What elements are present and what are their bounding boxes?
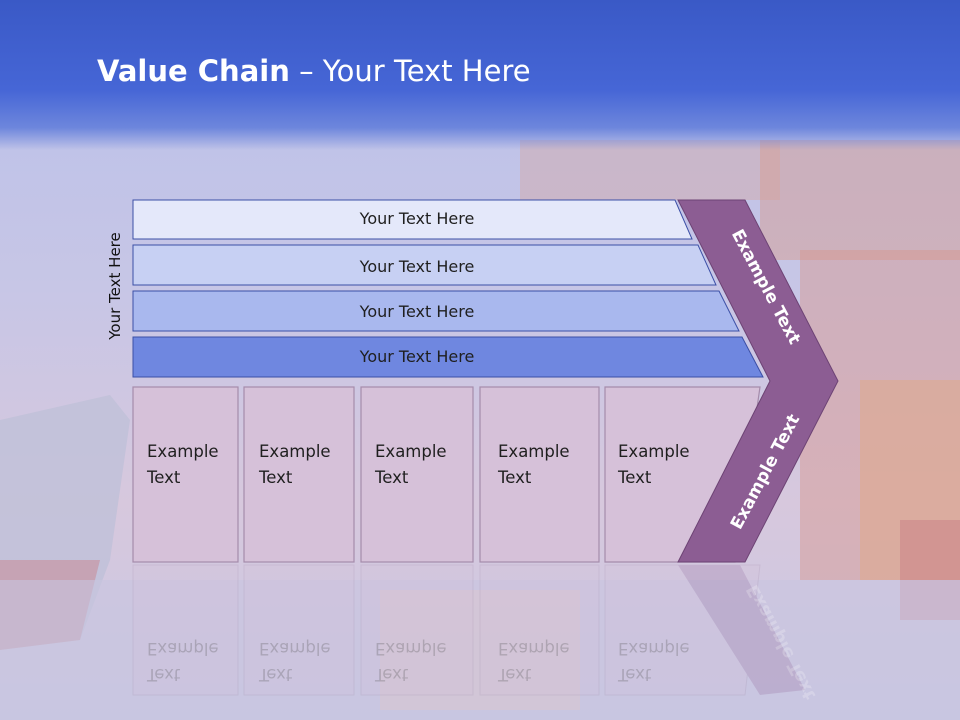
title-rest: – Your Text Here [289, 54, 531, 88]
box-5-line2: Text [618, 468, 652, 487]
box-5-reflection: Text Example [618, 635, 690, 687]
box-5-reflection-line1: Example [618, 639, 690, 658]
box-4-line1: Example [498, 442, 570, 461]
box-3-reflection: Text Example [375, 635, 447, 687]
box-2 [243, 386, 355, 563]
box-1-line2: Text [147, 468, 181, 487]
slide-title: Value Chain – Your Text Here [97, 54, 531, 88]
box-3 [360, 386, 474, 563]
box-3-line2: Text [375, 468, 409, 487]
chevron-arrow [677, 199, 839, 563]
row-2 [132, 244, 717, 286]
side-label: Your Text Here [106, 232, 124, 340]
box-4 [479, 386, 600, 563]
row-4 [132, 336, 764, 378]
title-bold: Value Chain [97, 54, 290, 88]
box-4-reflection-line2: Text [498, 665, 532, 684]
box-2-line1: Example [259, 442, 331, 461]
box-3-reflection-line1: Example [375, 639, 447, 658]
box-3-line1: Example [375, 442, 447, 461]
header-band [0, 0, 960, 150]
row-1-label: Your Text Here [359, 209, 475, 228]
row-3 [132, 290, 740, 332]
box-3-reflection-line2: Text [375, 665, 409, 684]
box-1 [132, 386, 239, 563]
box-1-reflection-line2: Text [147, 665, 181, 684]
box-5-reflection-line2: Text [618, 665, 652, 684]
box-1-line1: Example [147, 442, 219, 461]
box-1-reflection: Text Example [147, 635, 219, 687]
row-4-label: Your Text Here [359, 347, 475, 366]
box-2-reflection: Text Example [259, 635, 331, 687]
box-2-reflection-line1: Example [259, 639, 331, 658]
box-5-line1: Example [618, 442, 690, 461]
box-4-reflection: Text Example [498, 635, 570, 687]
box-4-line2: Text [498, 468, 532, 487]
row-3-label: Your Text Here [359, 302, 475, 321]
box-4-reflection-line1: Example [498, 639, 570, 658]
row-2-label: Your Text Here [359, 257, 475, 276]
box-1-reflection-line1: Example [147, 639, 219, 658]
row-1 [132, 199, 693, 240]
box-2-line2: Text [259, 468, 293, 487]
box-2-reflection-line2: Text [259, 665, 293, 684]
